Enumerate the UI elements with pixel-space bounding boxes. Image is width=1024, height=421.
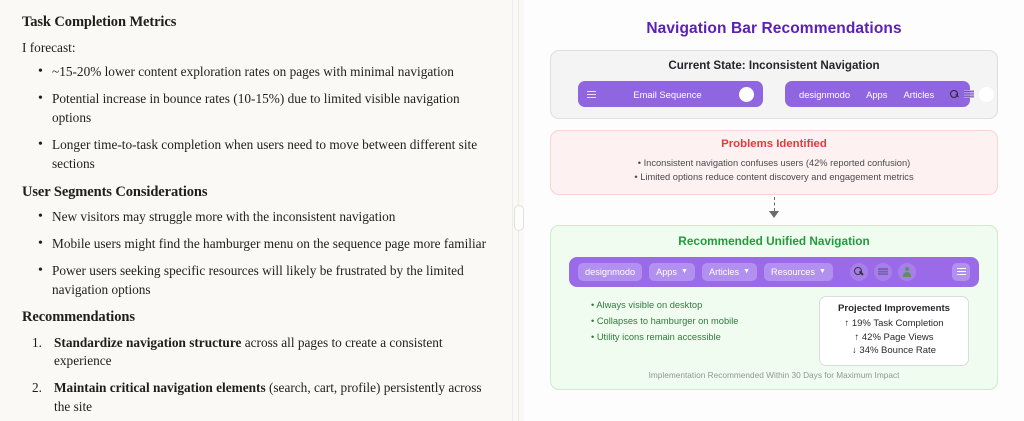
implementation-footer: Implementation Recommended Within 30 Day…	[648, 370, 900, 381]
problems-card: Problems Identified • Inconsistent navig…	[550, 130, 998, 195]
problem-bullet: • Inconsistent navigation confuses users…	[637, 158, 911, 168]
chevron-down-icon[interactable]: ▼	[681, 268, 688, 276]
search-icon	[854, 267, 863, 276]
problems-heading: Problems Identified	[721, 138, 827, 150]
current-state-heading: Current State: Inconsistent Navigation	[668, 59, 880, 72]
nav-pill-apps[interactable]: Apps ▼	[649, 262, 695, 281]
list-item: Standardize navigation structure across …	[22, 334, 490, 372]
navbar-brand-designmodo[interactable]: designmodo	[799, 88, 851, 100]
task-completion-bullets: ~15-20% lower content exploration rates …	[22, 62, 490, 174]
section-heading-task-completion: Task Completion Metrics	[22, 14, 177, 30]
diagram-pane: Navigation Bar Recommendations Current S…	[524, 0, 1024, 421]
flow-arrow	[538, 195, 1010, 221]
nav-pill-designmodo[interactable]: designmodo	[578, 262, 643, 281]
search-icon[interactable]	[950, 89, 959, 99]
profile-icon	[902, 266, 912, 277]
hamburger-icon	[956, 268, 966, 276]
recommended-bullets: • Always visible on desktop • Collapses …	[569, 296, 738, 346]
cart-icon-button[interactable]	[873, 262, 892, 281]
navbar-utility-icons	[950, 86, 995, 102]
list-item: Mobile users might find the hamburger me…	[22, 234, 490, 254]
projected-improvements-title: Projected Improvements	[838, 302, 950, 314]
chevron-down-icon[interactable]: ▼	[818, 268, 826, 276]
list-item: Power users seeking specific resources w…	[22, 261, 490, 300]
list-item: • Utility icons remain accessible	[591, 331, 721, 342]
search-icon-button[interactable]	[849, 262, 868, 281]
arrow-head-icon	[769, 211, 779, 219]
recommendations-list: Standardize navigation structure across …	[22, 334, 490, 418]
recommendation-rest: across all pages to create a consistent …	[54, 334, 443, 369]
navbar-email-sequence[interactable]: Email Sequence	[578, 81, 763, 107]
diagram-title: Navigation Bar Recommendations	[646, 20, 902, 37]
nav-pill-resources[interactable]: Resources ▼	[764, 262, 833, 281]
projected-improvements-box: Projected Improvements ↑ 19% Task Comple…	[819, 295, 969, 367]
chevron-down-icon[interactable]: ▼	[743, 268, 751, 276]
unified-utility-icons	[849, 262, 916, 281]
list-item: ~15-20% lower content exploration rates …	[22, 62, 490, 82]
cart-icon[interactable]	[964, 90, 975, 98]
list-item: Longer time-to-task completion when user…	[22, 135, 490, 174]
navbar-designmodo-current[interactable]: designmodo Apps Articles	[785, 81, 995, 107]
list-item: Potential increase in bounce rates (10-1…	[22, 89, 490, 128]
recommendation-lead: Maintain critical navigation elements	[54, 380, 266, 396]
nav-pill-label: Apps	[656, 266, 678, 277]
navbar-unified[interactable]: designmodo Apps ▼ Articles ▼ Resources ▼	[569, 256, 979, 287]
recommended-body: • Always visible on desktop • Collapses …	[563, 295, 985, 367]
metric-page-views: ↑ 42% Page Views	[854, 331, 934, 343]
problem-bullet: • Limited options reduce content discove…	[634, 172, 914, 183]
hamburger-icon[interactable]	[587, 90, 596, 98]
nav-pill-label: Resources	[771, 266, 815, 277]
metric-task-completion: ↑ 19% Task Completion	[844, 317, 944, 329]
pane-resize-handle[interactable]	[514, 205, 524, 231]
list-item: • Collapses to hamburger on mobile	[591, 315, 739, 326]
recommendation-rest: (search, cart, profile) persistently acr…	[54, 380, 482, 415]
nav-pill-label: Articles	[708, 266, 740, 277]
hamburger-menu-button[interactable]	[952, 262, 970, 281]
pane-divider[interactable]	[512, 0, 524, 421]
avatar-circle-icon[interactable]	[739, 86, 754, 102]
section-heading-user-segments: User Segments Considerations	[22, 183, 208, 200]
nav-pill-articles[interactable]: Articles ▼	[701, 262, 758, 281]
recommendation-lead: Standardize navigation structure	[54, 334, 242, 350]
navbar-item-apps[interactable]: Apps	[866, 88, 888, 100]
recommended-card: Recommended Unified Navigation designmod…	[550, 224, 998, 391]
list-item: • Always visible on desktop	[591, 299, 703, 310]
metric-bounce-rate: ↓ 34% Bounce Rate	[852, 345, 936, 357]
profile-icon-button[interactable]	[897, 262, 916, 281]
arrow-line	[773, 197, 775, 212]
list-item: New visitors may struggle more with the …	[22, 207, 490, 227]
cart-icon	[877, 267, 888, 276]
user-segments-bullets: New visitors may struggle more with the …	[22, 207, 490, 300]
section-heading-recommendations: Recommendations	[22, 309, 135, 326]
forecast-intro: I forecast:	[22, 40, 76, 56]
recommended-heading: Recommended Unified Navigation	[678, 233, 870, 248]
current-state-card: Current State: Inconsistent Navigation E…	[550, 50, 998, 119]
document-pane: Task Completion Metrics I forecast: ~15-…	[0, 0, 512, 421]
navbar-item-articles[interactable]: Articles	[903, 88, 935, 100]
list-item: Maintain critical navigation elements (s…	[22, 379, 490, 417]
navbar-label-email-sequence: Email Sequence	[633, 88, 702, 100]
avatar-circle-icon[interactable]	[979, 86, 995, 102]
current-state-navbars: Email Sequence designmodo Apps Articles	[563, 81, 995, 110]
